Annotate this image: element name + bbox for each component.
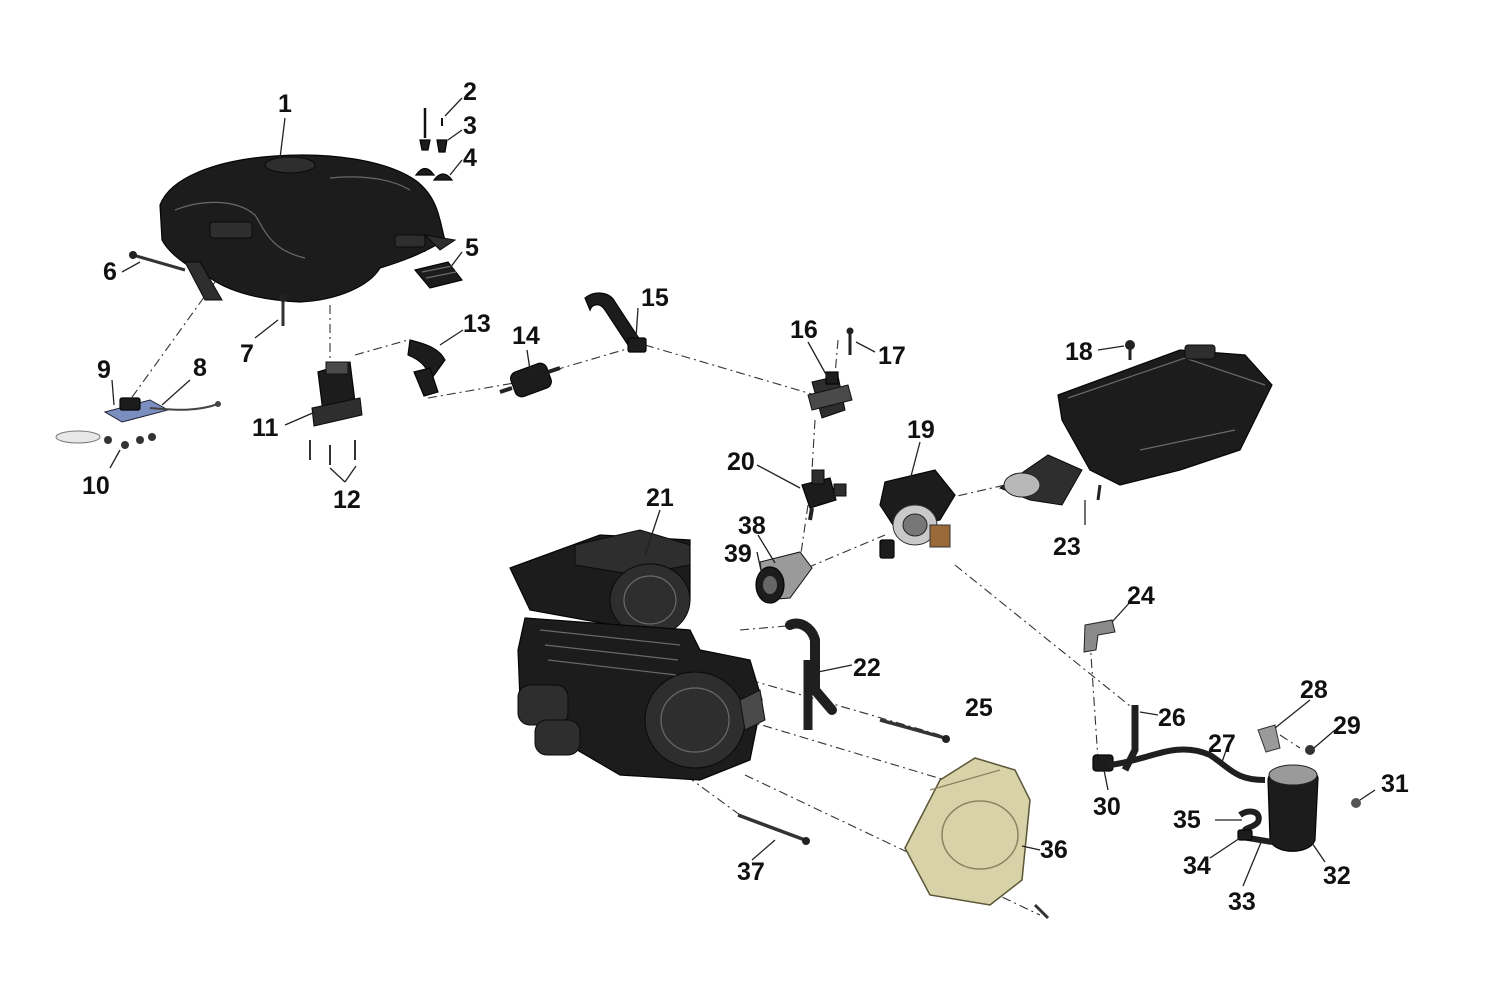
fuel-hose: [407, 339, 446, 397]
throttle-body: [879, 469, 956, 559]
fuel-injector: [801, 469, 847, 521]
long-bolt-25: [879, 718, 950, 743]
callout-32: 32: [1323, 862, 1351, 890]
callout-2: 2: [463, 78, 477, 106]
fuel-filter: [499, 362, 561, 398]
callout-39: 39: [724, 540, 752, 568]
evap-hoses: [1092, 705, 1266, 783]
fuel-pump: [309, 361, 363, 465]
callout-33: 33: [1228, 888, 1256, 916]
tank-bracket: [413, 261, 464, 289]
callout-22: 22: [853, 654, 881, 682]
callout-20: 20: [727, 448, 755, 476]
callout-12: 12: [333, 486, 361, 514]
breather-pipe: [785, 618, 837, 730]
callout-1: 1: [278, 90, 292, 118]
callout-17: 17: [878, 342, 906, 370]
callout-21: 21: [646, 484, 674, 512]
callout-8: 8: [193, 354, 207, 382]
assembly-lines: [129, 205, 1301, 916]
callout-31: 31: [1381, 770, 1409, 798]
carbon-canister: [1267, 764, 1319, 852]
callout-35: 35: [1173, 806, 1201, 834]
callout-36: 36: [1040, 836, 1068, 864]
callout-19: 19: [907, 416, 935, 444]
callout-34: 34: [1183, 852, 1211, 880]
callout-38: 38: [738, 512, 766, 540]
callout-4: 4: [463, 144, 477, 172]
callout-6: 6: [103, 258, 117, 286]
intake-manifold: [755, 551, 813, 604]
callout-16: 16: [790, 316, 818, 344]
callout-7: 7: [240, 340, 254, 368]
fuel-hose-15: [584, 292, 647, 353]
callout-26: 26: [1158, 704, 1186, 732]
bolt-17: [846, 327, 854, 355]
callout-13: 13: [463, 310, 491, 338]
bolt-and-grommets: [414, 108, 454, 181]
callout-27: 27: [1208, 730, 1236, 758]
callout-30: 30: [1093, 793, 1121, 821]
long-bolt-37: [737, 813, 810, 845]
callout-29: 29: [1333, 712, 1361, 740]
canister-hardware: [1257, 724, 1361, 808]
callout-10: 10: [82, 472, 110, 500]
drain-pin: [279, 294, 287, 326]
callout-24: 24: [1127, 582, 1155, 610]
bracket-24: [1083, 619, 1116, 653]
screw-18: [1125, 340, 1135, 360]
callout-37: 37: [737, 858, 765, 886]
callout-5: 5: [465, 234, 479, 262]
injector-fitting: [807, 371, 853, 419]
leader-lines: [109, 97, 1376, 887]
callout-25: 25: [965, 694, 993, 722]
callout-23: 23: [1053, 533, 1081, 561]
screw-6: [129, 251, 186, 272]
callout-28: 28: [1300, 676, 1328, 704]
callout-9: 9: [97, 356, 111, 384]
fuel-tank: [159, 154, 457, 303]
callout-labels: 1 2 3 4 5 6 7 8 9 10 11 12 13 14 15 16 1…: [82, 78, 1409, 916]
air-filter-box: [998, 344, 1273, 506]
fuel-level-sender: [55, 397, 221, 449]
callout-14: 14: [512, 322, 540, 350]
engine-assembly: [509, 529, 766, 781]
callout-3: 3: [463, 112, 477, 140]
sprocket-cover: [904, 757, 1050, 920]
callout-15: 15: [641, 284, 669, 312]
callout-11: 11: [252, 414, 279, 442]
callout-18: 18: [1065, 338, 1093, 366]
canister-hoses: [1237, 808, 1273, 845]
